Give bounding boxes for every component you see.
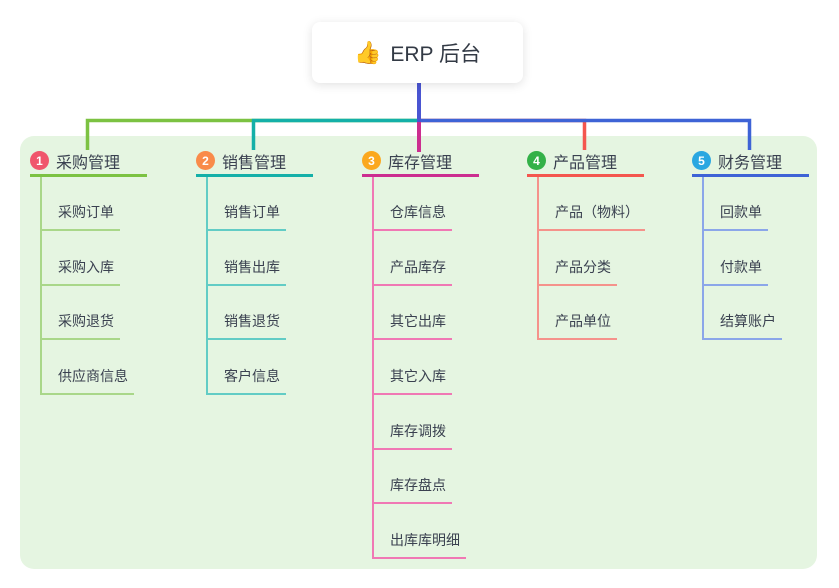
branch-4-item[interactable]: 产品（物料） (537, 204, 645, 231)
branch-3-item[interactable]: 库存盘点 (372, 477, 452, 505)
branch-4-heading[interactable]: 4 产品管理 (527, 150, 644, 177)
branch-1-item[interactable]: 采购入库 (40, 259, 120, 286)
branch-2-number-badge: 2 (196, 151, 215, 170)
branch-5-item[interactable]: 结算账户 (702, 313, 782, 341)
branch-3-item[interactable]: 出库库明细 (372, 532, 466, 559)
branch-5-connector (420, 118, 752, 150)
branch-5-number-badge: 5 (692, 151, 711, 170)
branch-3-number-badge: 3 (362, 151, 381, 170)
branch-3-item[interactable]: 库存调拨 (372, 423, 452, 450)
root-title: ERP 后台 (390, 42, 482, 66)
branch-4-title: 产品管理 (553, 154, 618, 172)
branch-4-item[interactable]: 产品单位 (537, 313, 617, 341)
branch-3-heading[interactable]: 3 库存管理 (362, 150, 479, 177)
branch-5-item[interactable]: 回款单 (702, 204, 768, 231)
branch-3-item[interactable]: 其它入库 (372, 368, 452, 395)
branch-2-connector (251, 118, 420, 150)
canvas-panel (20, 136, 817, 569)
branch-3-child-rail (372, 177, 374, 559)
branch-3-item[interactable]: 仓库信息 (372, 204, 452, 231)
branch-1-item[interactable]: 供应商信息 (40, 368, 134, 395)
branch-2-item[interactable]: 销售出库 (206, 259, 286, 286)
branch-1-item[interactable]: 采购退货 (40, 313, 120, 341)
root-node[interactable]: 👍 ERP 后台 (312, 22, 523, 83)
branch-2-item[interactable]: 客户信息 (206, 368, 286, 395)
branch-3-title: 库存管理 (388, 154, 453, 172)
branch-5-heading[interactable]: 5 财务管理 (692, 150, 809, 177)
branch-3-item[interactable]: 其它出库 (372, 313, 452, 341)
branch-5-child-rail (702, 177, 704, 341)
branch-5-item[interactable]: 付款单 (702, 259, 768, 286)
branch-2-title: 销售管理 (222, 154, 287, 172)
branch-5-title: 财务管理 (718, 154, 783, 172)
thumbs-up-icon: 👍 (353, 39, 382, 65)
branch-2-child-rail (206, 177, 208, 395)
branch-2-heading[interactable]: 2 销售管理 (196, 150, 313, 177)
branch-4-item[interactable]: 产品分类 (537, 259, 617, 286)
branch-2-item[interactable]: 销售订单 (206, 204, 286, 231)
branch-1-heading[interactable]: 1 采购管理 (30, 150, 147, 177)
branch-2-item[interactable]: 销售退货 (206, 313, 286, 341)
branch-4-child-rail (537, 177, 539, 341)
branch-1-number-badge: 1 (30, 151, 49, 170)
branch-1-title: 采购管理 (56, 154, 121, 172)
branch-4-number-badge: 4 (527, 151, 546, 170)
branch-3-item[interactable]: 产品库存 (372, 259, 452, 286)
branch-1-child-rail (40, 177, 42, 395)
branch-1-item[interactable]: 采购订单 (40, 204, 120, 231)
